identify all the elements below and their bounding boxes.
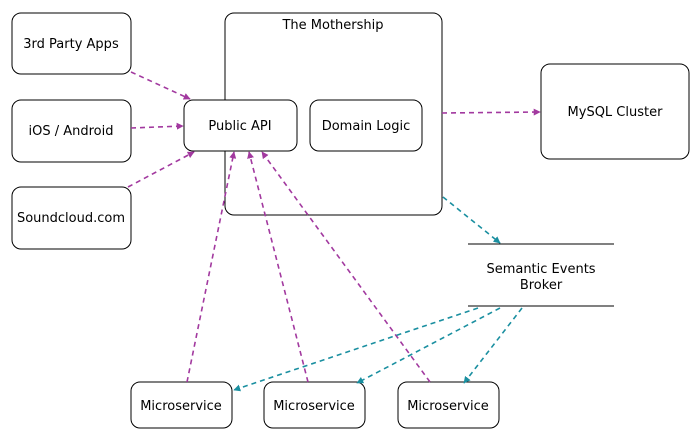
edge-microservice-1-to-public-api [186,151,237,383]
edge-ios-android-to-public-api [130,122,184,130]
node-semantic-events-broker: Semantic Events Broker [468,243,614,307]
node-label: Domain Logic [322,119,411,134]
node-soundcloud: Soundcloud.com [11,186,132,250]
node-microservice-2: Microservice [263,381,366,429]
node-label: Microservice [140,399,222,414]
edge-microservice-2-to-public-api [247,151,309,383]
node-mysql-cluster: MySQL Cluster [540,63,690,160]
edge-third-party-to-public-api [130,71,191,100]
node-label: Soundcloud.com [17,211,125,226]
node-label: Public API [208,119,271,134]
edge-mothership-to-broker [442,196,501,244]
node-microservice-3: Microservice [397,381,500,429]
edge-microservice-3-to-public-api [261,151,431,383]
node-label: Microservice [407,399,489,414]
edge-broker-to-microservice-3 [463,307,523,384]
mothership-title: The Mothership [281,18,383,33]
node-third-party-apps: 3rd Party Apps [11,12,132,75]
broker-label-line2: Broker [520,278,563,293]
node-public-api: Public API [183,99,298,152]
node-label: 3rd Party Apps [23,37,119,52]
edge-soundcloud-to-public-api [127,151,195,188]
node-ios-android: iOS / Android [11,99,132,163]
edge-broker-to-microservice-1 [233,307,479,392]
edge-mothership-to-mysql [441,108,541,116]
edge-broker-to-microservice-2 [356,307,501,384]
node-domain-logic: Domain Logic [309,99,423,152]
node-label: Microservice [273,399,355,414]
broker-label-line1: Semantic Events [486,262,595,277]
node-label: iOS / Android [28,124,113,139]
node-label: MySQL Cluster [568,105,664,120]
node-microservice-1: Microservice [130,381,233,429]
